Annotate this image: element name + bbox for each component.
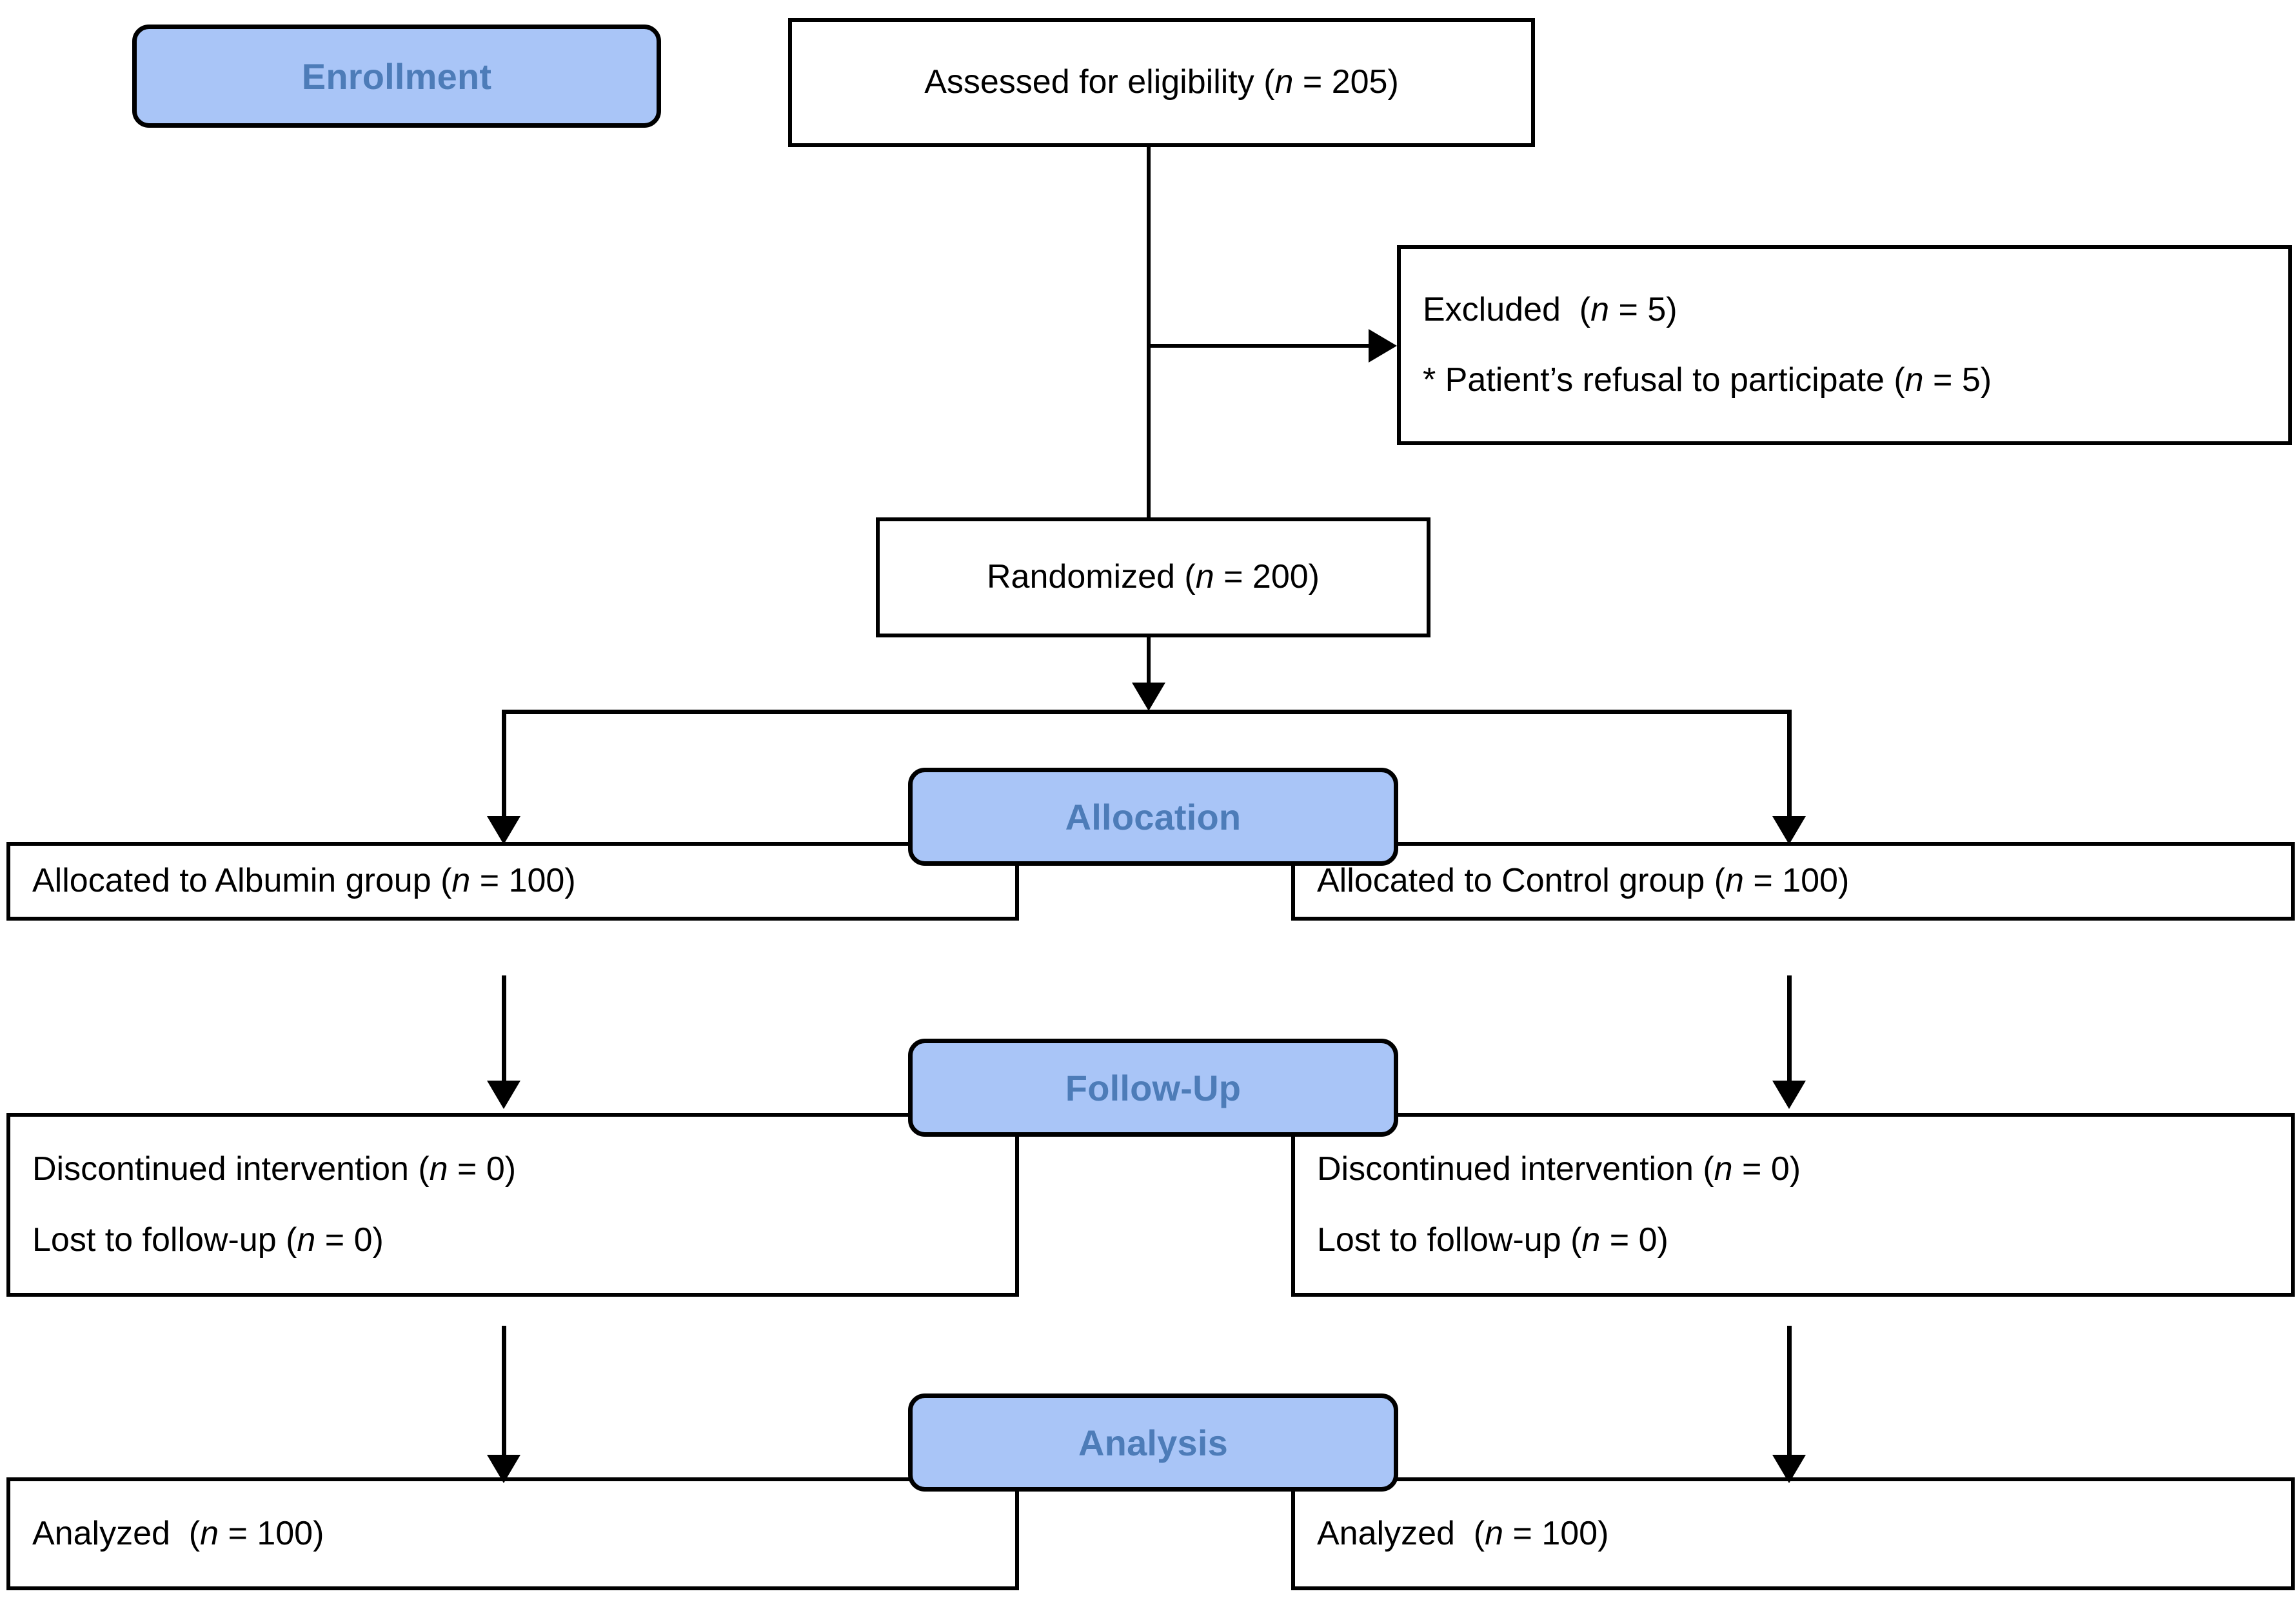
arrowhead-randomized-split — [1132, 683, 1165, 711]
connector-alloc-right-to-follow-right — [1787, 975, 1792, 1084]
arrowhead-follow-left — [487, 1081, 520, 1109]
followup-control-lost-text: Lost to follow-up (n = 0) — [1317, 1221, 1668, 1259]
box-allocated-albumin: Allocated to Albumin group (n = 100) — [6, 842, 1019, 921]
box-assessed-for-eligibility: Assessed for eligibility (n = 205) — [788, 18, 1535, 147]
arrowhead-alloc-right — [1772, 816, 1806, 844]
analyzed-control-text: Analyzed (n = 100) — [1317, 1514, 1609, 1552]
connector-split-to-alloc-right — [1787, 710, 1792, 819]
analyzed-albumin-text: Analyzed (n = 100) — [32, 1514, 324, 1552]
arrowhead-analyzed-left — [487, 1455, 520, 1483]
stage-badge-analysis-label: Analysis — [1078, 1422, 1228, 1463]
arrowhead-analyzed-right — [1772, 1455, 1806, 1483]
connector-excluded-horizontal — [1151, 344, 1370, 348]
allocated-albumin-text: Allocated to Albumin group (n = 100) — [32, 862, 576, 900]
followup-albumin-lost-text: Lost to follow-up (n = 0) — [32, 1221, 384, 1259]
followup-control-discontinued-text: Discontinued intervention (n = 0) — [1317, 1150, 1801, 1188]
stage-badge-enrollment: Enrollment — [132, 25, 661, 128]
connector-alloc-left-to-follow-left — [502, 975, 506, 1084]
stage-badge-allocation: Allocation — [908, 768, 1398, 866]
box-followup-control: Discontinued intervention (n = 0) Lost t… — [1291, 1113, 2295, 1297]
allocated-control-text: Allocated to Control group (n = 100) — [1317, 862, 1850, 900]
excluded-reason-text: * Patient’s refusal to participate (n = … — [1423, 361, 1992, 399]
excluded-count-text: Excluded (n = 5) — [1423, 290, 1677, 328]
box-randomized: Randomized (n = 200) — [876, 517, 1430, 637]
box-excluded: Excluded (n = 5) * Patient’s refusal to … — [1397, 245, 2292, 445]
stage-badge-analysis: Analysis — [908, 1393, 1398, 1492]
connector-follow-right-to-analyzed-right — [1787, 1326, 1792, 1458]
arrowhead-to-excluded — [1369, 329, 1397, 363]
connector-assessed-to-randomized — [1147, 147, 1151, 519]
box-allocated-control: Allocated to Control group (n = 100) — [1291, 842, 2295, 921]
connector-randomized-to-split — [1147, 637, 1151, 684]
randomized-text: Randomized (n = 200) — [987, 558, 1320, 596]
stage-badge-followup: Follow-Up — [908, 1039, 1398, 1137]
split-bar-allocation — [502, 710, 1792, 714]
assessed-text: Assessed for eligibility (n = 205) — [924, 63, 1399, 101]
arrowhead-alloc-left — [487, 816, 520, 844]
connector-split-to-alloc-left — [502, 710, 506, 819]
connector-follow-left-to-analyzed-left — [502, 1326, 506, 1458]
stage-badge-followup-label: Follow-Up — [1065, 1067, 1242, 1108]
stage-badge-allocation-label: Allocation — [1065, 796, 1242, 837]
box-analyzed-albumin: Analyzed (n = 100) — [6, 1477, 1019, 1590]
box-followup-albumin: Discontinued intervention (n = 0) Lost t… — [6, 1113, 1019, 1297]
stage-badge-enrollment-label: Enrollment — [301, 55, 492, 97]
followup-albumin-discontinued-text: Discontinued intervention (n = 0) — [32, 1150, 517, 1188]
arrowhead-follow-right — [1772, 1081, 1806, 1109]
box-analyzed-control: Analyzed (n = 100) — [1291, 1477, 2295, 1590]
